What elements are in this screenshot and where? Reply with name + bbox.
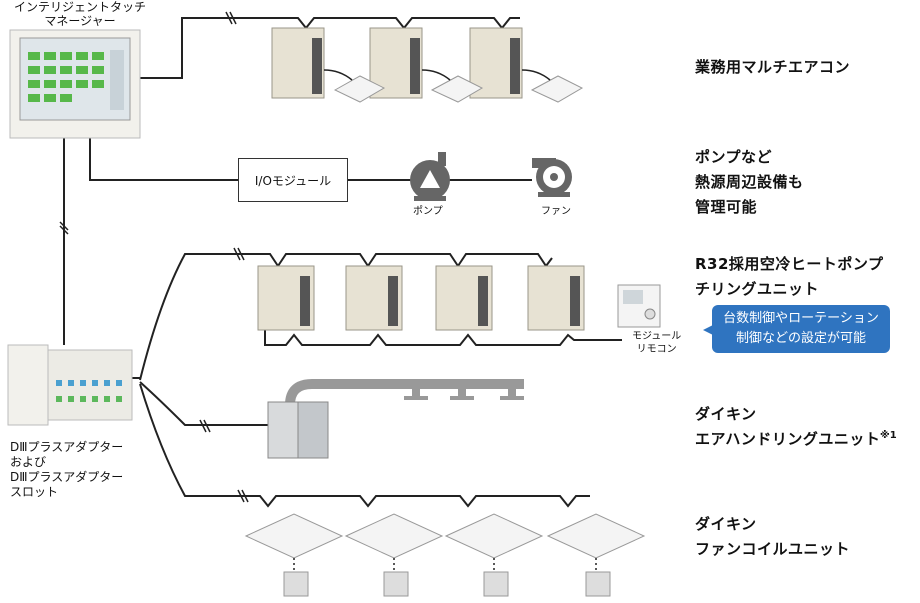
ahu-device [267, 379, 524, 459]
module-remote-device [617, 284, 661, 328]
category-ahu: ダイキン エアハンドリングユニット [695, 405, 881, 448]
adapter-device [7, 344, 133, 426]
fan-icon [532, 158, 572, 197]
touch-manager-label: インテリジェントタッチ マネージャー [14, 0, 147, 28]
adapter-label: DⅢプラスアダプター および DⅢプラスアダプター スロット [10, 440, 124, 499]
io-module-box: I/Oモジュール [238, 158, 348, 202]
category-fcu: ダイキン ファンコイルユニット [695, 515, 851, 558]
pump-icon [410, 152, 450, 201]
pump-label: ポンプ [413, 206, 443, 217]
category-ahu-note: ※1 [880, 430, 897, 441]
category-multi-aircon: 業務用マルチエアコン [695, 58, 851, 76]
module-remote-label: モジュール リモコン [632, 331, 682, 355]
touch-manager-device [9, 29, 141, 139]
category-pump-equipment: ポンプなど 熱源周辺設備も 管理可能 [695, 148, 804, 216]
fan-label: ファン [541, 206, 571, 217]
callout-bubble: 台数制御やローテーション 制御などの設定が可能 [703, 305, 890, 353]
category-chiller: R32採用空冷ヒートポンプ チリングユニット [695, 255, 884, 298]
